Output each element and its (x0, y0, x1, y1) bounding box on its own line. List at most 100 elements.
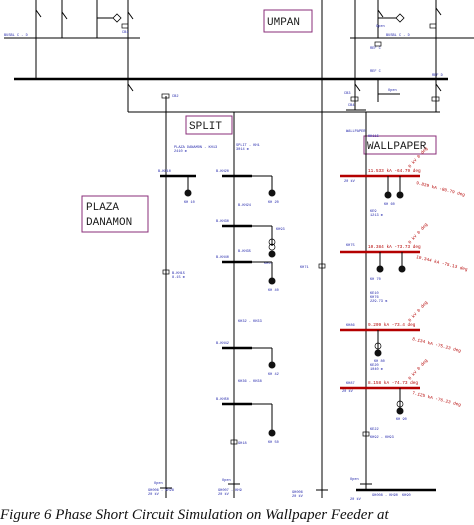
load-tag: KH 10 (184, 201, 195, 205)
load-tag: KH 40 (268, 289, 279, 293)
cb-label: CB2 (172, 95, 178, 99)
switch-symbol (61, 11, 68, 20)
fault-current-label: 8.158 kA -74.73 deg (368, 381, 418, 386)
load-tag: KH61 (264, 262, 273, 266)
bus-tag: KH87 (346, 382, 355, 386)
bus-tag: KH32 - KH33 (238, 320, 262, 324)
device-tag: GH18 (238, 442, 247, 446)
device-tag: KH71 (300, 266, 309, 270)
device-tag: KE20 (370, 364, 379, 368)
load-tag: KH 90 (396, 418, 407, 422)
open-label: Open (222, 479, 231, 483)
device-tag: KE22 (370, 428, 379, 432)
breaker-symbol (362, 431, 370, 437)
breaker-symbol (161, 93, 170, 99)
cb-label: CB4 (348, 104, 354, 108)
switch-symbol (435, 7, 442, 16)
breaker-symbol (431, 96, 440, 102)
device-tag: KH76 (370, 296, 379, 300)
angle-label: 0 kV 0 deg (408, 300, 430, 323)
ref-c-label: REF C (370, 47, 381, 51)
plaza-tag: PLAZA DANAMON - KH13 (174, 146, 217, 150)
switch-symbol (35, 9, 42, 18)
device-tag: KE10 (370, 292, 379, 296)
wallpaper-feeder: CB4 KH115 20 kV 11.533 kA -64.79 deg 0 k… (340, 104, 468, 502)
load-symbol (396, 191, 404, 199)
switch-symbol (435, 83, 442, 92)
angle-label: 0 kV 0 deg (408, 358, 430, 381)
bus-tag: B-KH15 (172, 272, 185, 276)
ref-d-label: REF D (432, 74, 443, 78)
kv-label: 20 kV (344, 179, 356, 184)
middle-feeder: KH71 GH006 20 kV (292, 79, 328, 499)
wallpaper-tag-small: WALLPAPER (346, 130, 366, 134)
kv-label: 20 kV (350, 497, 362, 502)
transformer-symbol (374, 342, 382, 350)
end-tag: KH90 (402, 494, 411, 498)
open-label: Open (350, 478, 359, 482)
transformer-symbol (268, 243, 276, 251)
wallpaper-box (363, 135, 437, 155)
load-tag: KH 80 (374, 360, 385, 364)
load-symbol (268, 429, 276, 437)
end-tag: GH008 - KH90 (372, 494, 398, 498)
length-label: 8.15 m (172, 276, 185, 280)
device-tag: KH92 - KH93 (370, 436, 394, 440)
breaker-symbol (230, 439, 238, 445)
transformer-symbol (268, 238, 276, 246)
bus-tag: B-KH42 (216, 342, 229, 346)
fault-current-label: 8.134 kA -75.23 deg (412, 337, 462, 354)
load-symbol (376, 265, 384, 273)
switch-symbol (377, 9, 384, 18)
load-tag: KH 60 (384, 203, 395, 207)
bus-tag: KH75 (346, 244, 355, 248)
angle-label: 0 kV 0 deg (408, 222, 430, 245)
plaza-danamon-box (81, 195, 149, 233)
load-tag: KH 20 (268, 201, 279, 205)
length-label: 1213 m (370, 214, 383, 218)
kv-label: 20 kV (148, 492, 160, 497)
length-label: 229.73 m (370, 300, 387, 304)
device-tag: KE9 (370, 210, 376, 214)
top-section: BUSBL C - D BUSBL C - D CB1 Open REF C R… (4, 0, 474, 134)
diamond-symbol (112, 13, 122, 23)
umpan-box (263, 9, 313, 33)
end-tag: GH006 - KH28 (148, 489, 174, 493)
fault-current-label: 10.344 kA -75.13 deg (416, 255, 469, 273)
load-tag: KH 42 (268, 373, 279, 377)
load-symbol (268, 277, 276, 285)
load-symbol (398, 265, 406, 273)
breaker-symbol (374, 41, 382, 47)
split-feeder: SPLIT - KH1 3014 m B-KH20 KH 20 B-KH24 B… (216, 112, 285, 498)
breaker-symbol (318, 263, 326, 269)
busbar-right-label: BUSBL C - D (386, 34, 410, 38)
split-label: SPLIT (189, 121, 222, 133)
bus-tag: B-KH24 (238, 204, 251, 208)
length-label: 2410 m (174, 150, 187, 154)
fault-current-label: 11.533 kA -64.79 deg (368, 169, 421, 174)
fault-current-label: 10.384 kA -73.73 deg (368, 245, 421, 250)
ref-c-label-2: REF C (370, 70, 381, 74)
fault-current-label: 9.209 kA -73.4 deg (368, 323, 416, 328)
load-tag: KH 50 (268, 441, 279, 445)
bus-tag: B-KH50 (216, 398, 229, 402)
fault-current-label: 7.125 kA -76.23 deg (412, 391, 462, 408)
bus-tag: B-KH10 (158, 170, 171, 174)
plaza-label-line2: DANAMON (86, 217, 132, 229)
breaker-symbol (350, 96, 359, 102)
open-label: Open (154, 482, 163, 486)
switch-symbol (127, 11, 134, 20)
load-symbol (268, 361, 276, 369)
bus-tag: KH86 (346, 324, 355, 328)
plaza-danamon-feeder: PLAZA DANAMON - KH13 2410 m B-KH10 KH 10… (148, 112, 217, 498)
kv-label: 20 kV (218, 492, 230, 497)
split-tag: SPLIT - KH1 (236, 144, 260, 148)
fault-current-label: 9.839 kA -80.79 deg (416, 181, 466, 198)
bus-tag: B-KH40 (216, 256, 229, 260)
cb-label: CB1 (122, 31, 128, 35)
wallpaper-label: WALLPAPER (367, 141, 427, 153)
figure-caption: Figure 6 Phase Short Circuit Simulation … (0, 507, 389, 523)
transformer-symbol (396, 400, 404, 408)
load-symbol (268, 189, 276, 197)
bus-tag: B-KH35 (238, 250, 251, 254)
